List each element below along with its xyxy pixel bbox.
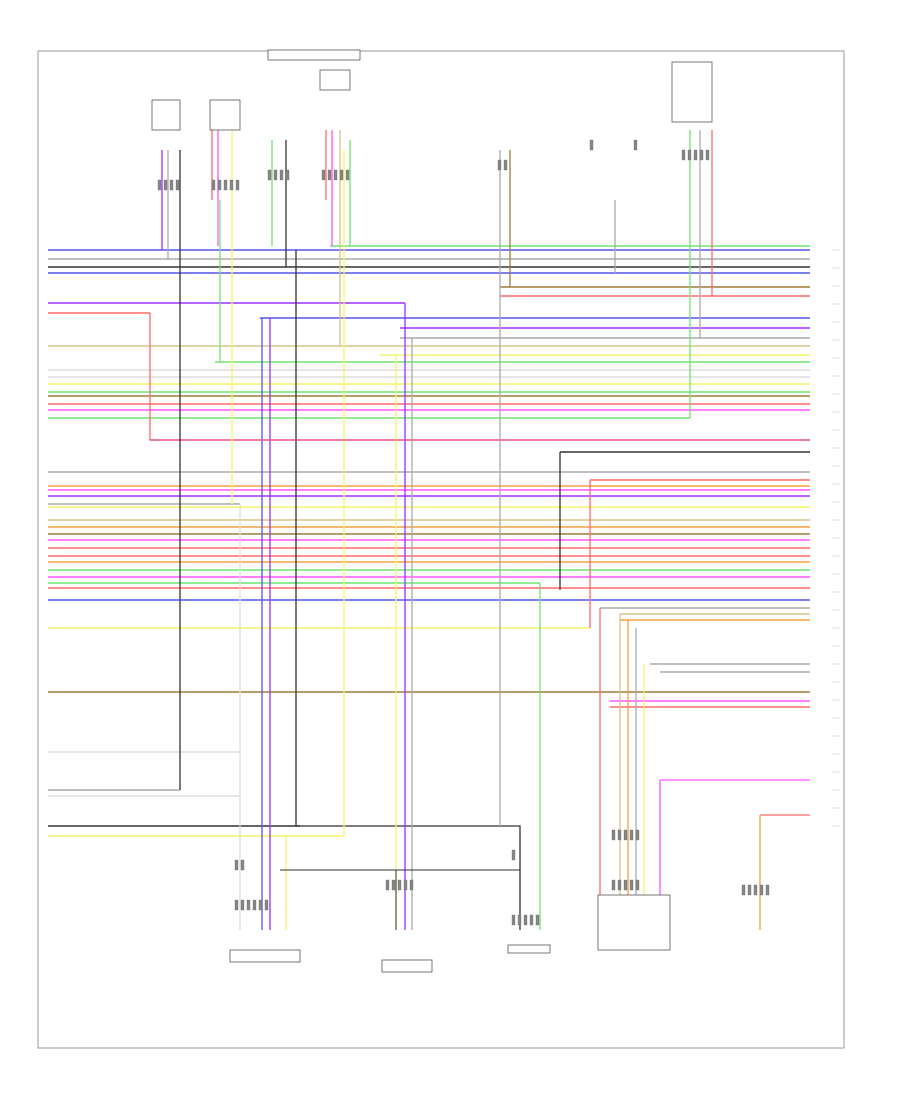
connector-pin <box>523 914 528 926</box>
connector-pin <box>385 879 390 891</box>
connector-pin <box>246 899 251 911</box>
connector-pin <box>629 879 634 891</box>
connector-pin <box>617 829 622 841</box>
assembly-box <box>597 894 671 951</box>
connector-pin <box>623 879 628 891</box>
connector-pin <box>234 899 239 911</box>
connector-pin <box>273 169 278 181</box>
connector-pin <box>705 149 710 161</box>
sensor-box <box>229 949 301 963</box>
connector-pin <box>339 169 344 181</box>
wire-layer <box>48 130 810 930</box>
connector-pin <box>345 169 350 181</box>
connector-pin <box>211 179 216 191</box>
connector-pin <box>175 179 180 191</box>
connector-pin <box>258 899 263 911</box>
connector-pin <box>617 879 622 891</box>
sensor-box <box>319 69 351 91</box>
connector-pin <box>741 884 746 896</box>
connector-pin <box>687 149 692 161</box>
sensor-box <box>151 99 181 131</box>
connector-pin <box>240 899 245 911</box>
connector-pin <box>635 879 640 891</box>
route-wire <box>295 250 521 930</box>
connector-pin <box>223 179 228 191</box>
connector-pin <box>169 179 174 191</box>
connector-pin <box>633 139 638 151</box>
connector-pin <box>681 149 686 161</box>
route-wire <box>285 150 345 930</box>
connector-pin <box>391 879 396 891</box>
connector-pin <box>235 179 240 191</box>
connector-pin <box>403 879 408 891</box>
connector-pin <box>635 829 640 841</box>
connector-pin <box>234 859 239 871</box>
connector-pin <box>517 914 522 926</box>
connector-pin <box>327 169 332 181</box>
connector-pin <box>252 899 257 911</box>
connector-pin <box>503 159 508 171</box>
connector-pin <box>264 899 269 911</box>
connector-pin <box>759 884 764 896</box>
module-box <box>671 61 713 123</box>
connector-pin <box>497 159 502 171</box>
sensor-box <box>381 959 433 973</box>
connector-pin <box>217 179 222 191</box>
connector-pin <box>589 139 594 151</box>
connector-pin <box>511 914 516 926</box>
connector-pin <box>623 829 628 841</box>
connector-pin <box>240 859 245 871</box>
connector-pin <box>333 169 338 181</box>
connector-pin <box>765 884 770 896</box>
connector-pin <box>157 179 162 191</box>
connector-pin <box>699 149 704 161</box>
connector-box <box>267 49 361 61</box>
connector-pin <box>753 884 758 896</box>
connector-pin <box>611 829 616 841</box>
connector-pin <box>535 914 540 926</box>
connector-pin <box>267 169 272 181</box>
connector-pin <box>693 149 698 161</box>
connector-pin <box>409 879 414 891</box>
diagram-frame <box>37 50 845 1049</box>
sensor-box <box>507 944 551 954</box>
sensor-box <box>209 99 241 131</box>
connector-pin <box>229 179 234 191</box>
connector-pin <box>397 879 402 891</box>
route-wire <box>149 313 810 441</box>
connector-pin <box>321 169 326 181</box>
connector-pin <box>629 829 634 841</box>
component-layer <box>151 49 840 973</box>
connector-pin <box>511 849 516 861</box>
connector-pin <box>747 884 752 896</box>
connector-pin <box>285 169 290 181</box>
connector-pin <box>163 179 168 191</box>
connector-pin <box>279 169 284 181</box>
connector-pin <box>611 879 616 891</box>
connector-pin <box>529 914 534 926</box>
